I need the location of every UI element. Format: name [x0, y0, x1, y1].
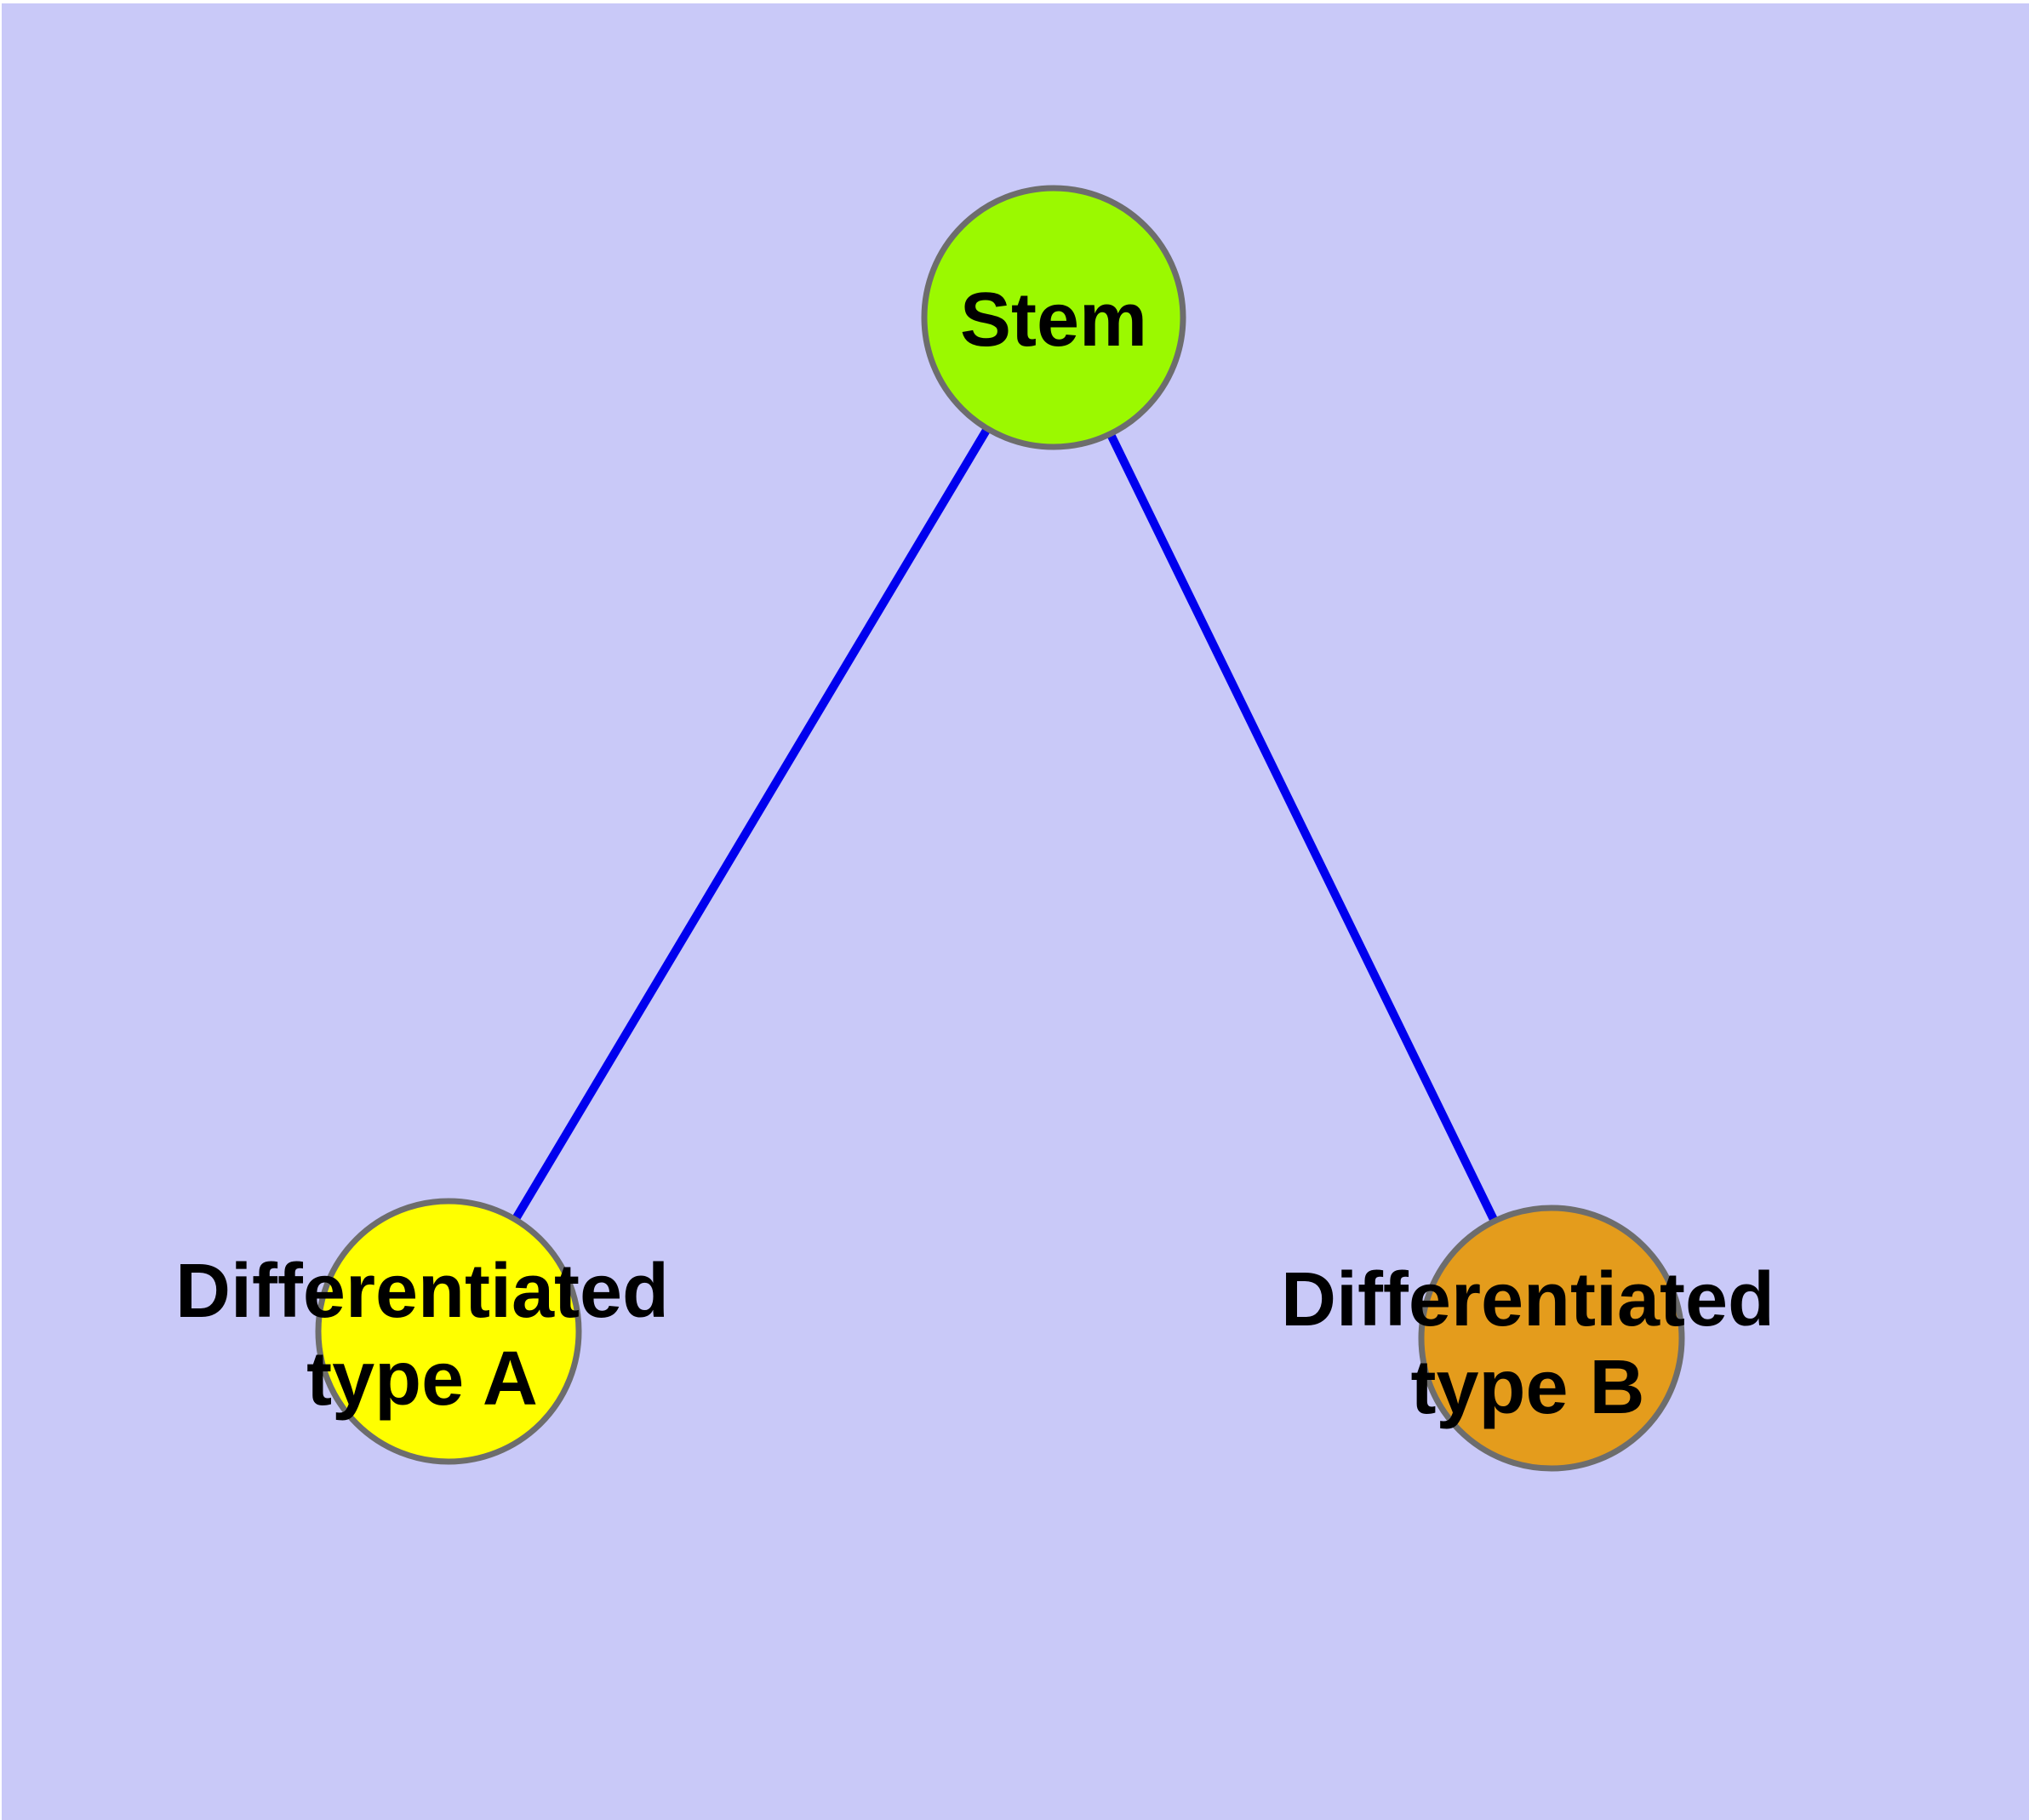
node-stem-label: Stem	[960, 278, 1147, 363]
node-type-b-label-line2: type B	[1410, 1345, 1644, 1430]
node-type-b-label-line1: Differentiated	[1281, 1257, 1775, 1342]
node-type-a-label-line1: Differentiated	[175, 1249, 669, 1334]
edge-stem-to-type-a	[444, 315, 1058, 1334]
edge-stem-to-type-b	[1049, 315, 1556, 1341]
node-type-b-circle	[1418, 1205, 1685, 1472]
node-stem-circle	[921, 185, 1186, 450]
node-type-a-circle	[315, 1198, 582, 1465]
node-type-a-label-line2: type A	[306, 1336, 538, 1422]
